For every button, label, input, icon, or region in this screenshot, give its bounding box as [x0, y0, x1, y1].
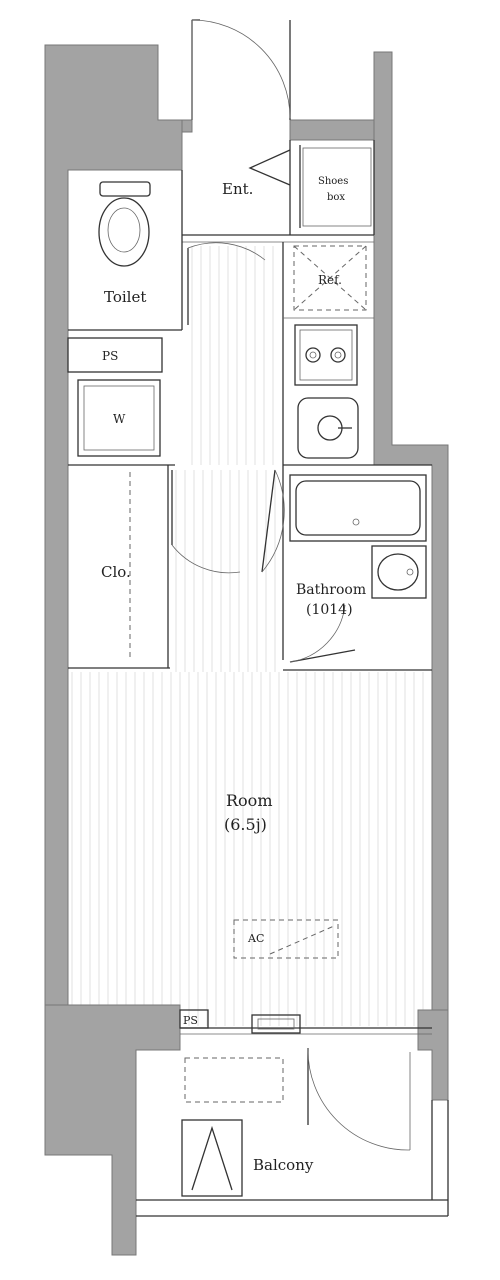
- balcony-label: Balcony: [253, 1156, 314, 1174]
- bathroom-size-label: (1014): [306, 602, 353, 618]
- washer-label: W: [113, 412, 126, 426]
- fixtures: [67, 147, 427, 1197]
- pipe-space-upper-label: PS: [102, 349, 118, 363]
- washer-box: [77, 379, 161, 457]
- structural-walls: [44, 44, 449, 1256]
- closet-label: Clo.: [101, 563, 131, 581]
- balcony-outdoor-unit: [184, 1057, 284, 1103]
- pipe-space-lower-box: [179, 1009, 209, 1029]
- toilet-label: Toilet: [104, 288, 146, 306]
- entrance-wall-right: [289, 119, 375, 141]
- kitchen-floor-hatching: [191, 246, 274, 465]
- window-sash: [251, 1014, 301, 1034]
- room-floor-hatching: [71, 470, 424, 1026]
- right-wall-upper: [373, 51, 449, 1011]
- ac-unit: [233, 919, 339, 959]
- doors: [171, 19, 411, 1151]
- bathroom-entry-door: [261, 469, 276, 573]
- balcony-escape-hatch: [181, 1119, 243, 1197]
- toilet-fixture: [98, 181, 151, 267]
- right-wall-lower: [417, 1009, 449, 1101]
- left-wall-lower: [44, 1004, 181, 1256]
- refrigerator-outline: [293, 245, 367, 311]
- pipe-space-lower-label: PS: [183, 1014, 198, 1027]
- bathtub: [289, 474, 427, 542]
- entrance-wall-left: [181, 119, 193, 133]
- entrance-step-marker: [248, 149, 291, 186]
- stove-fixture: [294, 324, 358, 386]
- entrance-door-swing: [191, 19, 291, 120]
- shoes-box-label-line2: box: [327, 192, 345, 203]
- entrance-label: Ent.: [222, 180, 253, 198]
- kitchen-sink: [297, 397, 359, 459]
- shoes-box-label-line1: Shoes: [318, 176, 348, 187]
- bathroom-name-label: Bathroom: [296, 582, 366, 598]
- left-wall-upper: [44, 44, 183, 1006]
- shoes-box: [302, 147, 372, 227]
- wash-basin: [371, 545, 427, 599]
- refrigerator-label: Ref.: [318, 273, 342, 287]
- room-name-label: Room: [226, 791, 272, 810]
- ac-label: AC: [247, 932, 264, 945]
- bathroom-inner-door: [289, 649, 356, 663]
- room-size-label: (6.5j): [224, 815, 267, 834]
- pipe-space-upper-box: [67, 337, 163, 373]
- room-labels: Ent. Shoes box Ref. Toilet PS W Clo. Bat…: [101, 176, 366, 1174]
